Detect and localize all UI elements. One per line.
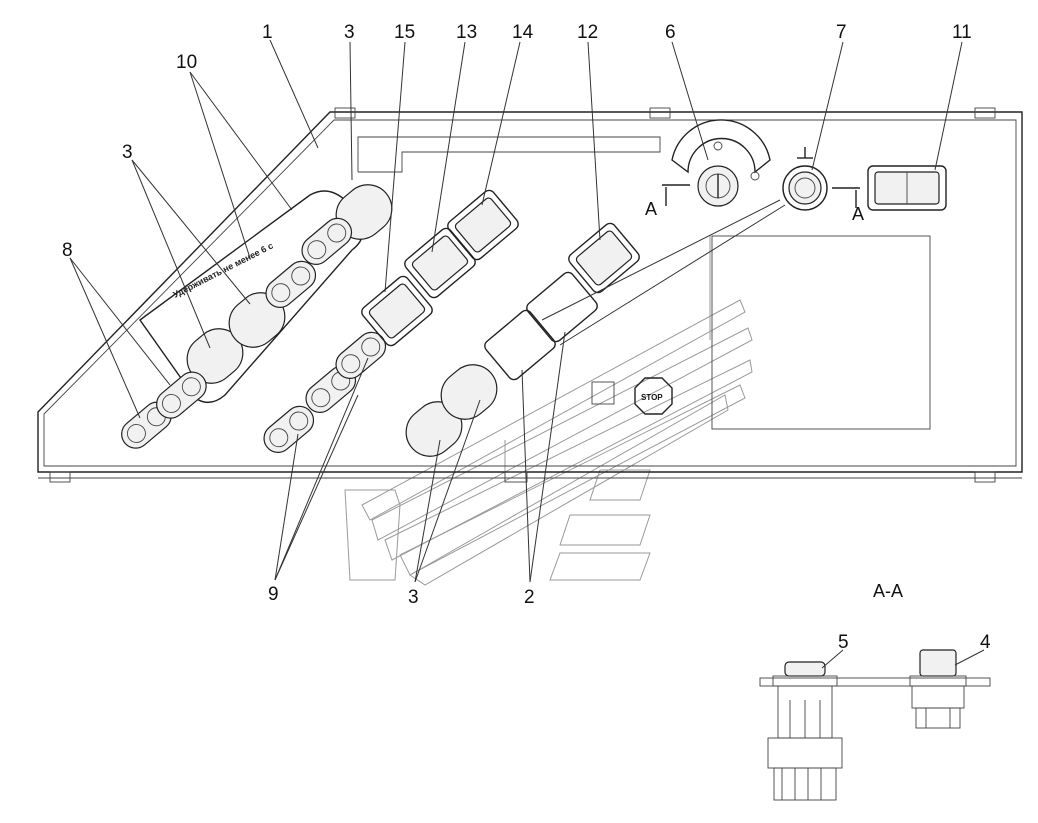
- switch-12[interactable]: [566, 221, 641, 295]
- callout-15: 15: [394, 22, 415, 43]
- background-ghost-lines: [344, 235, 753, 586]
- section-marker-right: A: [852, 204, 864, 224]
- blank-plug: [440, 364, 498, 420]
- callout-9: 9: [268, 584, 279, 605]
- callout-3-left: 3: [122, 142, 133, 163]
- square-switches: [359, 188, 641, 381]
- callout-7: 7: [836, 22, 847, 43]
- callout-4: 4: [980, 632, 991, 653]
- callout-14: 14: [512, 22, 534, 43]
- rocker-switch-8b[interactable]: [151, 366, 212, 423]
- rocker-switch-11[interactable]: [867, 165, 947, 211]
- switch-14[interactable]: [445, 188, 520, 262]
- callout-5: 5: [838, 632, 849, 653]
- section-markers: A A: [645, 184, 864, 224]
- callout-1: 1: [262, 22, 273, 43]
- push-button-7[interactable]: [782, 147, 828, 211]
- callout-2: 2: [524, 587, 535, 608]
- callout-13: 13: [456, 22, 477, 43]
- frame-2a: [484, 309, 556, 381]
- rotary-switch-6[interactable]: [671, 119, 771, 207]
- frame-2b: [526, 271, 598, 343]
- callout-numbers: 1 3 15 13 14 12 6 7 11 10 3 8 9 3 2: [62, 22, 972, 608]
- rocker-switch-9c[interactable]: [330, 327, 391, 384]
- rocker-switch-9a[interactable]: [258, 401, 319, 458]
- section-view-a-a: A-A 5 4: [759, 581, 991, 801]
- callout-8: 8: [62, 240, 73, 261]
- section-marker-left: A: [645, 199, 657, 219]
- main-panel: [37, 107, 1023, 483]
- stop-indicator: STOP: [634, 377, 673, 415]
- callout-6: 6: [665, 22, 676, 43]
- leader-lines: [69, 39, 963, 583]
- rocker-switch-10b[interactable]: [296, 213, 357, 270]
- callout-12: 12: [577, 22, 598, 43]
- panel-caption: Удерживать не менее 6 с: [171, 240, 274, 299]
- rocker-switch-10a[interactable]: [260, 256, 321, 313]
- section-title: A-A: [873, 581, 903, 601]
- callout-3-top: 3: [344, 22, 355, 43]
- switch-4-section: [909, 649, 967, 729]
- callout-11: 11: [952, 22, 972, 43]
- callout-3-bottom: 3: [408, 587, 419, 608]
- switch-5-section: [767, 661, 843, 801]
- callout-10: 10: [176, 52, 197, 73]
- switch-15[interactable]: [359, 274, 434, 348]
- rocker-switches: [121, 213, 391, 458]
- stop-label: STOP: [641, 393, 663, 402]
